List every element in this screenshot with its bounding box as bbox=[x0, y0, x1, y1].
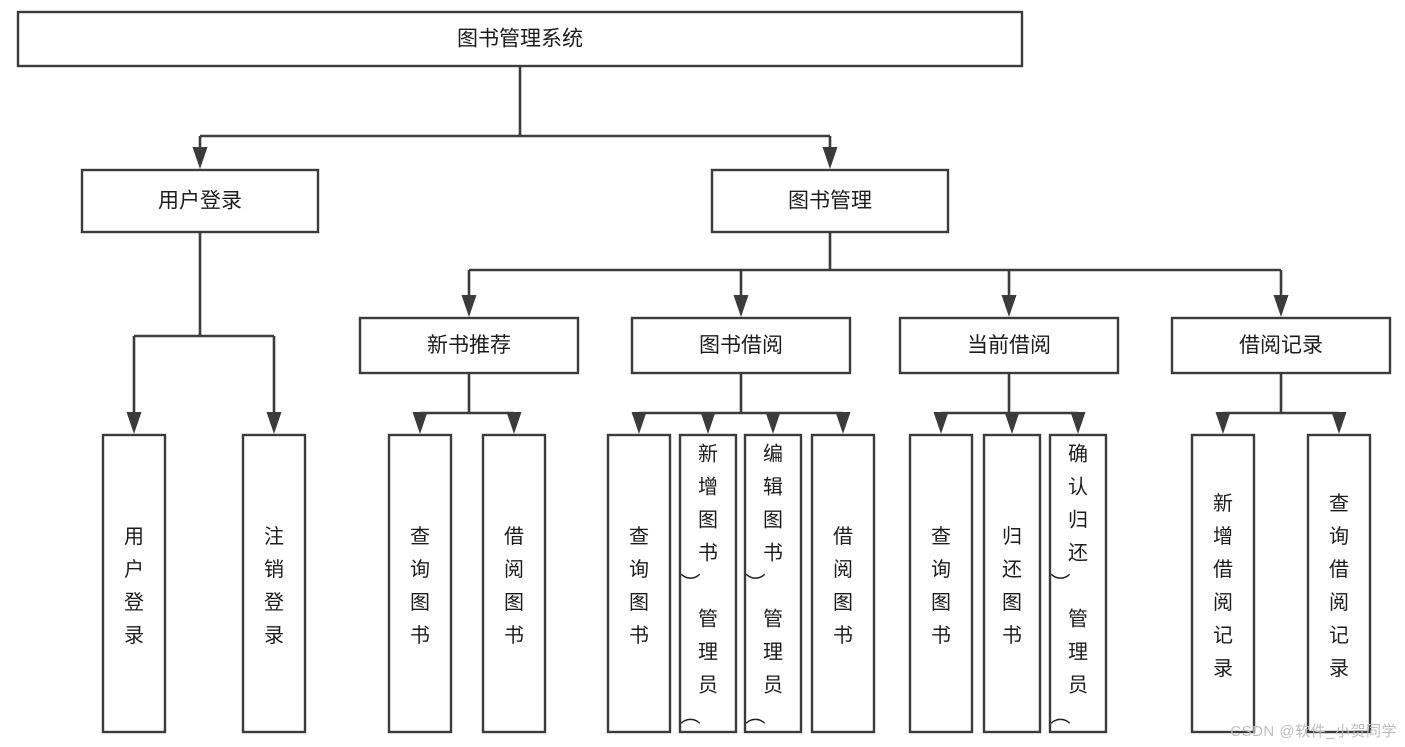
leaf-label-8: 查询图书 bbox=[931, 525, 951, 647]
level2-node-box-2[interactable] bbox=[898, 316, 1120, 375]
leaf-node-box-1[interactable] bbox=[241, 433, 307, 734]
leaf-label-1: 注销登录 bbox=[264, 525, 284, 647]
level2-node-label-0: 新书推荐 bbox=[427, 334, 511, 357]
leaf-node-9[interactable]: 归还图书 bbox=[982, 433, 1042, 734]
leaf-label-7: 借阅图书 bbox=[833, 525, 853, 647]
arrow-to-leaf-3-2 bbox=[1070, 412, 1086, 434]
leaf-node-1[interactable]: 注销登录 bbox=[241, 433, 307, 734]
level2-node-label-3: 借阅记录 bbox=[1239, 334, 1323, 357]
arrow-to-leaf-3-0 bbox=[933, 412, 949, 434]
leaf-node-box-9[interactable] bbox=[982, 433, 1042, 734]
arrow-mgmt-to-level2-3 bbox=[1273, 295, 1289, 317]
leaf-label-2: 查询图书 bbox=[410, 525, 430, 647]
csdn-watermark: CSDN @软件_小贺同学 bbox=[1230, 723, 1397, 740]
leaf-node-6[interactable]: 编辑图书（管理员） bbox=[743, 433, 803, 734]
level1-node-box-0[interactable] bbox=[80, 168, 320, 234]
leaf-node-box-4[interactable] bbox=[606, 433, 672, 734]
leaf-label-5: 新增图书（管理员） bbox=[680, 443, 718, 725]
level2-node-box-0[interactable] bbox=[358, 316, 580, 375]
nodes-layer: 图书管理系统用户登录图书管理新书推荐图书借阅当前借阅借阅记录用户登录注销登录查询… bbox=[16, 10, 1392, 734]
leaf-node-box-0[interactable] bbox=[101, 433, 167, 734]
arrow-to-leaf-1-0 bbox=[412, 412, 428, 434]
arrow-to-leaf-0-1 bbox=[266, 412, 282, 434]
arrow-to-leaf-2-3 bbox=[835, 412, 851, 434]
leaf-node-box-3[interactable] bbox=[481, 433, 547, 734]
level2-node-label-2: 当前借阅 bbox=[967, 334, 1051, 357]
arrow-root-to-level1-1 bbox=[822, 147, 838, 169]
arrow-mgmt-to-level2-2 bbox=[1001, 295, 1017, 317]
level2-node-box-1[interactable] bbox=[630, 316, 852, 375]
leaf-label-4: 查询图书 bbox=[629, 525, 649, 647]
level2-node-1[interactable]: 图书借阅 bbox=[630, 316, 852, 375]
level2-node-label-1: 图书借阅 bbox=[699, 334, 783, 357]
leaf-node-2[interactable]: 查询图书 bbox=[387, 433, 453, 734]
level1-node-label-0: 用户登录 bbox=[158, 190, 242, 213]
arrow-to-leaf-4-1 bbox=[1331, 412, 1347, 434]
leaf-node-0[interactable]: 用户登录 bbox=[101, 433, 167, 734]
arrow-to-leaf-1-1 bbox=[506, 412, 522, 434]
leaf-label-11: 新增借阅记录 bbox=[1213, 492, 1233, 680]
level1-node-label-1: 图书管理 bbox=[788, 190, 872, 213]
arrow-mgmt-to-level2-0 bbox=[461, 295, 477, 317]
arrow-to-leaf-4-0 bbox=[1215, 412, 1231, 434]
leaf-node-box-5[interactable] bbox=[678, 433, 738, 734]
leaf-node-5[interactable]: 新增图书（管理员） bbox=[678, 433, 738, 734]
arrow-root-to-level1-0 bbox=[192, 147, 208, 169]
leaf-node-box-11[interactable] bbox=[1190, 433, 1256, 734]
leaf-node-10[interactable]: 确认归还（管理员） bbox=[1048, 433, 1108, 734]
level1-node-0[interactable]: 用户登录 bbox=[80, 168, 320, 234]
arrow-to-leaf-2-2 bbox=[765, 412, 781, 434]
leaf-node-12[interactable]: 查询借阅记录 bbox=[1306, 433, 1372, 734]
leaf-node-7[interactable]: 借阅图书 bbox=[810, 433, 876, 734]
leaf-label-3: 借阅图书 bbox=[504, 525, 524, 647]
root-node-label-0: 图书管理系统 bbox=[457, 28, 583, 51]
leaf-node-box-2[interactable] bbox=[387, 433, 453, 734]
level2-node-2[interactable]: 当前借阅 bbox=[898, 316, 1120, 375]
leaf-node-8[interactable]: 查询图书 bbox=[908, 433, 974, 734]
root-node-0[interactable]: 图书管理系统 bbox=[16, 10, 1024, 68]
leaf-node-11[interactable]: 新增借阅记录 bbox=[1190, 433, 1256, 734]
leaf-label-10: 确认归还（管理员） bbox=[1050, 443, 1088, 725]
leaf-node-box-6[interactable] bbox=[743, 433, 803, 734]
arrow-mgmt-to-level2-1 bbox=[733, 295, 749, 317]
level1-node-box-1[interactable] bbox=[710, 168, 950, 234]
connectors-layer bbox=[126, 66, 1347, 434]
leaf-label-0: 用户登录 bbox=[124, 526, 144, 647]
root-node-box-0[interactable] bbox=[16, 10, 1024, 68]
level2-node-0[interactable]: 新书推荐 bbox=[358, 316, 580, 375]
leaf-node-box-12[interactable] bbox=[1306, 433, 1372, 734]
level1-node-1[interactable]: 图书管理 bbox=[710, 168, 950, 234]
leaf-label-9: 归还图书 bbox=[1002, 525, 1022, 647]
level2-node-3[interactable]: 借阅记录 bbox=[1170, 316, 1392, 375]
leaf-node-box-7[interactable] bbox=[810, 433, 876, 734]
leaf-label-6: 编辑图书（管理员） bbox=[745, 443, 783, 725]
leaf-label-12: 查询借阅记录 bbox=[1329, 492, 1349, 680]
level2-node-box-3[interactable] bbox=[1170, 316, 1392, 375]
arrow-to-leaf-0-0 bbox=[126, 412, 142, 434]
leaf-node-3[interactable]: 借阅图书 bbox=[481, 433, 547, 734]
arrow-to-leaf-2-0 bbox=[631, 412, 647, 434]
arrow-to-leaf-2-1 bbox=[700, 412, 716, 434]
leaf-node-box-8[interactable] bbox=[908, 433, 974, 734]
leaf-node-4[interactable]: 查询图书 bbox=[606, 433, 672, 734]
leaf-node-box-10[interactable] bbox=[1048, 433, 1108, 734]
arrow-to-leaf-3-1 bbox=[1004, 412, 1020, 434]
